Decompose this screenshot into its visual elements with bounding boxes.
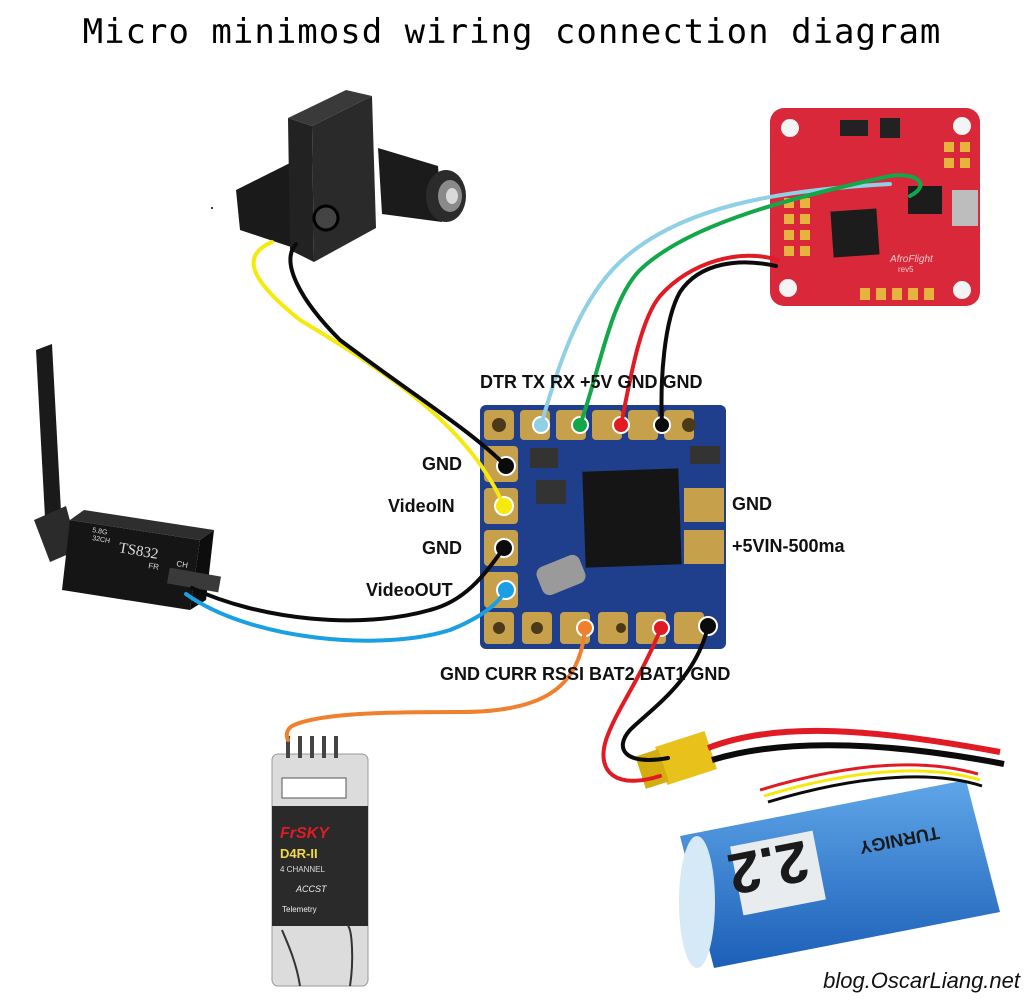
svg-text:ACCST: ACCST xyxy=(295,884,328,894)
wire-fc-green xyxy=(578,173,923,427)
flight-controller: AfroFlight rev5 xyxy=(770,108,980,306)
wires xyxy=(184,173,923,783)
left-pin-label-videoin: VideoIN xyxy=(388,496,455,516)
svg-text:CH: CH xyxy=(176,559,189,570)
wire-receiver-orange xyxy=(284,626,587,742)
bottom-pins-label: GND CURR RSSI BAT2 BAT1 GND xyxy=(440,664,731,684)
wire-vtx-black xyxy=(190,546,506,623)
left-pin-label-gnd-2: GND xyxy=(422,538,462,558)
wire-fc-black xyxy=(659,260,778,427)
camera xyxy=(211,90,466,262)
wire-battery-black xyxy=(620,624,710,762)
watermark: blog.OscarLiang.net xyxy=(823,968,1020,993)
svg-text:Telemetry: Telemetry xyxy=(282,905,317,914)
rc-receiver: FrSKY D4R-II 4 CHANNEL ACCST Telemetry xyxy=(271,736,369,987)
wire-fc-red xyxy=(619,253,780,427)
video-transmitter: TS832 5.8G 32CH FR CH xyxy=(34,344,221,610)
wire-fc-lightblue xyxy=(539,182,892,427)
svg-text:TS832: TS832 xyxy=(117,540,159,563)
wire-camera-yellow xyxy=(251,240,506,508)
diagram-title: Micro minimosd wiring connection diagram xyxy=(82,12,942,52)
lipo-battery: 2.2 TURNIGY xyxy=(635,727,1005,968)
svg-text:AfroFlight: AfroFlight xyxy=(889,254,934,265)
svg-text:4 CHANNEL: 4 CHANNEL xyxy=(280,865,325,874)
wire-vtx-blue xyxy=(184,588,508,643)
wire-battery-red xyxy=(601,626,663,783)
right-label-5vin: +5VIN-500ma xyxy=(732,536,845,556)
svg-text:2.2: 2.2 xyxy=(723,828,815,907)
left-pin-label-gnd-1: GND xyxy=(422,454,462,474)
wire-camera-black xyxy=(288,242,508,468)
svg-text:FR: FR xyxy=(148,561,160,572)
svg-text:rev5: rev5 xyxy=(898,265,914,274)
minimosd-board xyxy=(480,405,726,649)
left-pin-label-videoout: VideoOUT xyxy=(366,580,453,600)
svg-text:FrSKY: FrSKY xyxy=(280,825,330,842)
svg-text:5.8G: 5.8G xyxy=(92,527,108,537)
top-pins-label: DTR TX RX +5V GND GND xyxy=(480,372,703,392)
right-label-gnd: GND xyxy=(732,494,772,514)
svg-text:D4R-II: D4R-II xyxy=(280,846,318,861)
svg-text:32CH: 32CH xyxy=(92,535,111,545)
